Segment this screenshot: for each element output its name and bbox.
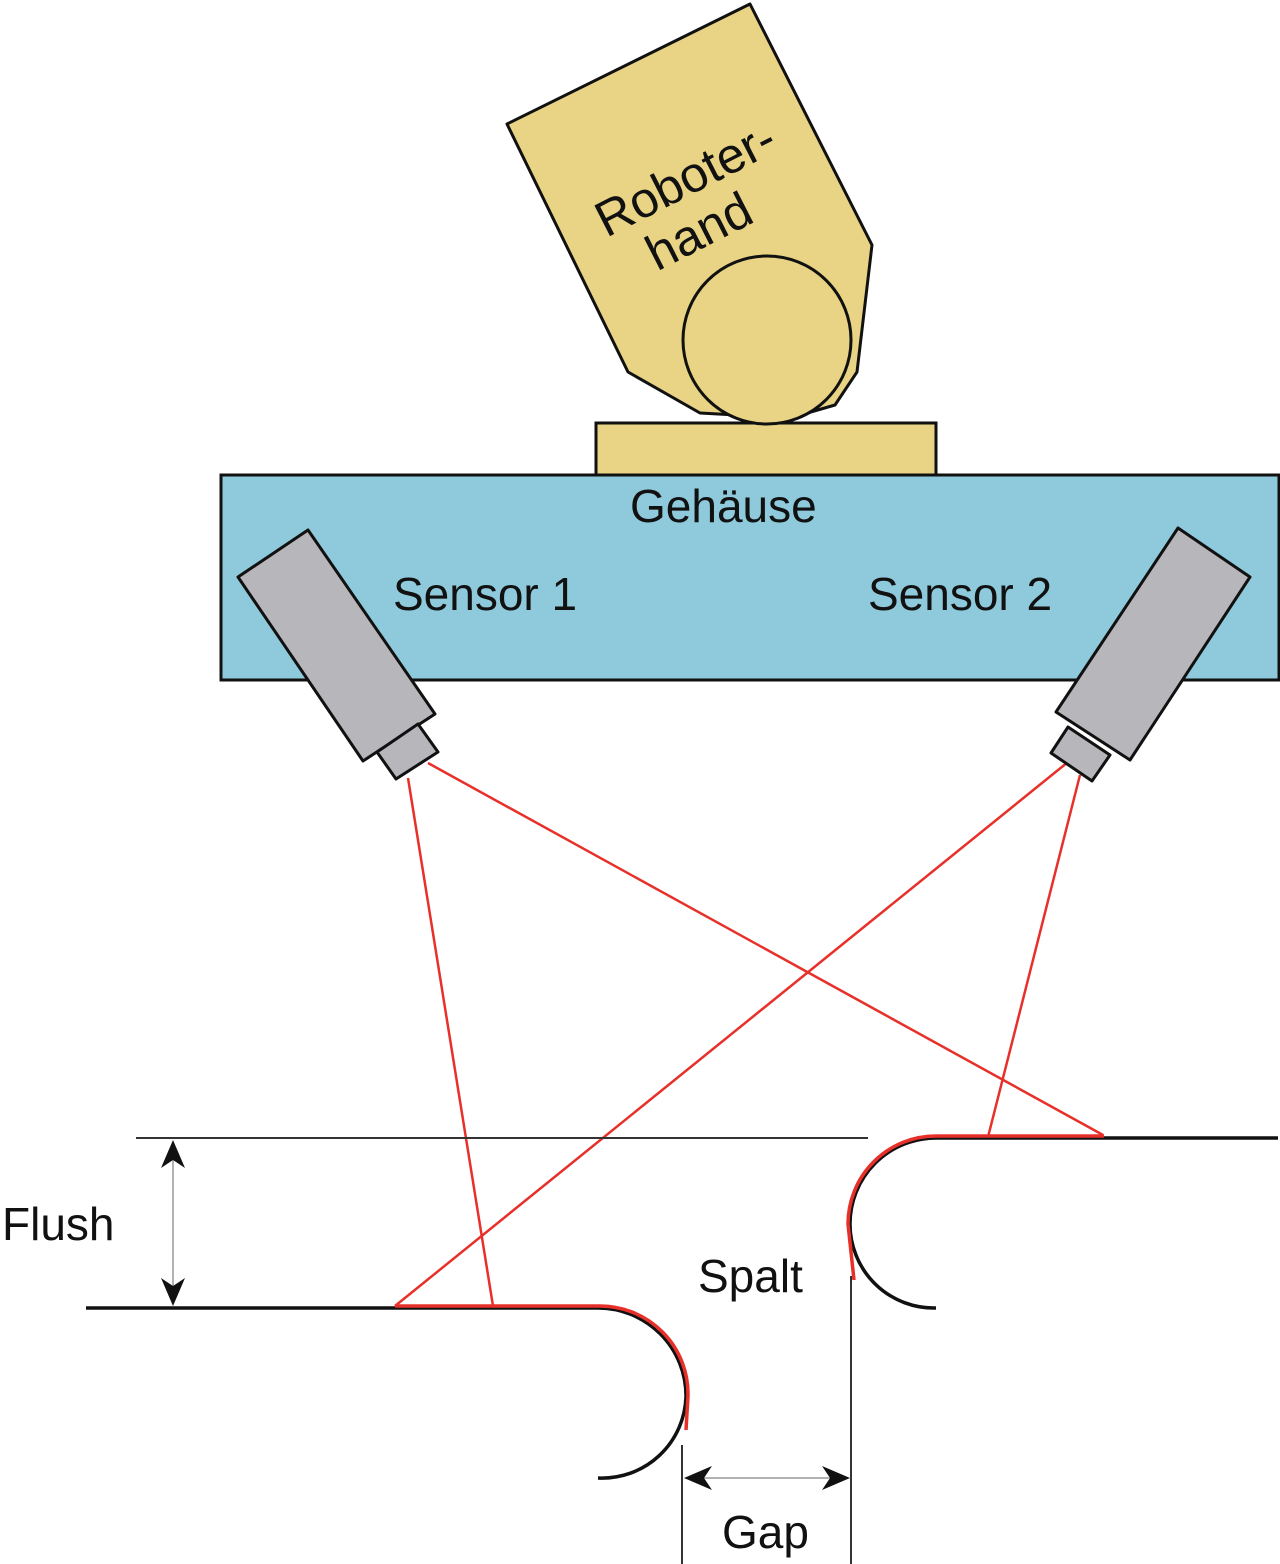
flush-label: Flush [2,1198,114,1250]
laser-beams [394,761,1104,1307]
sensor-1 [236,528,440,781]
sensor1-body [236,528,437,763]
laser-beam-sensor1-far [427,761,1104,1137]
housing-label: Gehäuse [630,480,817,532]
gap-dimension: Gap Spalt [681,1250,852,1564]
sensor1-label: Sensor 1 [393,568,577,620]
sensor1-lens [375,722,440,781]
flush-dimension: Flush [2,1140,185,1306]
laser-beam-sensor1-near [406,777,495,1307]
gap-arrow-right [822,1466,850,1490]
sensor2-body [1054,526,1252,762]
laser-beam-sensor2-near [986,774,1082,1138]
panel-right-edge [848,1136,1278,1310]
gap-arrow-left [684,1466,712,1490]
laser-beam-sensor2-far [394,761,1069,1307]
robot-mount-plate [594,421,938,477]
panel-left-laser-trace [395,1304,690,1431]
panel-right-laser-trace [846,1134,1104,1281]
flush-arrow-down [161,1278,185,1306]
sensor2-label: Sensor 2 [868,568,1052,620]
gap-label: Gap [722,1506,809,1558]
spalt-label: Spalt [698,1250,803,1302]
sensor2-lens [1049,725,1112,783]
panel-left-edge [86,1306,688,1480]
panel-right [846,1134,1278,1310]
sensor-2 [1049,526,1252,783]
panel-left [86,1304,690,1480]
robot-hand-joint [681,254,853,426]
robot-hand: Roboter- hand [505,2,874,426]
flush-arrow-up [161,1140,185,1168]
